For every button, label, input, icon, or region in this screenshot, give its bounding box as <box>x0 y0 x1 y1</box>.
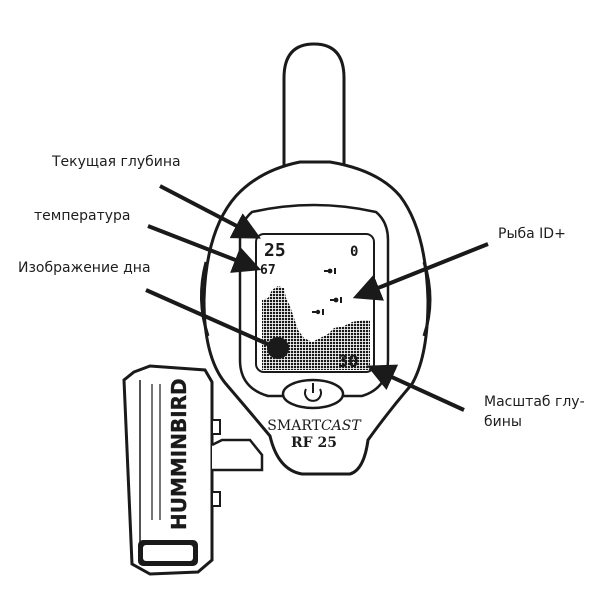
power-icon <box>304 383 322 402</box>
arrow-temperature <box>147 224 262 273</box>
model-name: SMARTCAST <box>267 418 362 434</box>
fish-icon <box>330 297 342 303</box>
device-antenna <box>282 42 346 170</box>
label-bottom-image: Изображение дна <box>18 260 151 276</box>
temperature-readout: 67 <box>260 263 276 278</box>
transducer-body <box>122 364 214 576</box>
callout-arrows <box>145 184 489 412</box>
transducer-brand-text: HUMMINBIRD <box>167 378 191 530</box>
scale-readout: 30 <box>338 352 358 372</box>
zero-readout: 0 <box>350 244 358 260</box>
arrow-depth-scale <box>366 364 465 412</box>
transducer: HUMMINBIRD <box>122 364 264 576</box>
label-fish-id: Рыба ID+ <box>498 226 566 242</box>
sonar-bottom-image <box>262 286 370 370</box>
label-depth-scale-line2: бины <box>484 414 522 430</box>
arrow-current-depth <box>159 184 261 239</box>
power-button[interactable] <box>281 378 345 410</box>
bottom-image-marker <box>267 337 289 359</box>
label-depth-scale-line1: Масштаб глу- <box>484 394 585 410</box>
label-current-depth: Текущая глубина <box>52 154 181 170</box>
label-temperature: температура <box>34 208 131 224</box>
depth-readout: 25 <box>264 240 286 261</box>
sonar-screen: 25 0 67 30 <box>255 233 375 373</box>
model-number: RF 25 <box>291 435 337 451</box>
fish-icon <box>312 309 324 315</box>
arrow-bottom-image <box>145 288 273 348</box>
arrow-fish-id <box>352 242 489 301</box>
label-depth-scale: Масштаб глу- бины <box>484 392 594 432</box>
fish-icon <box>324 268 336 274</box>
